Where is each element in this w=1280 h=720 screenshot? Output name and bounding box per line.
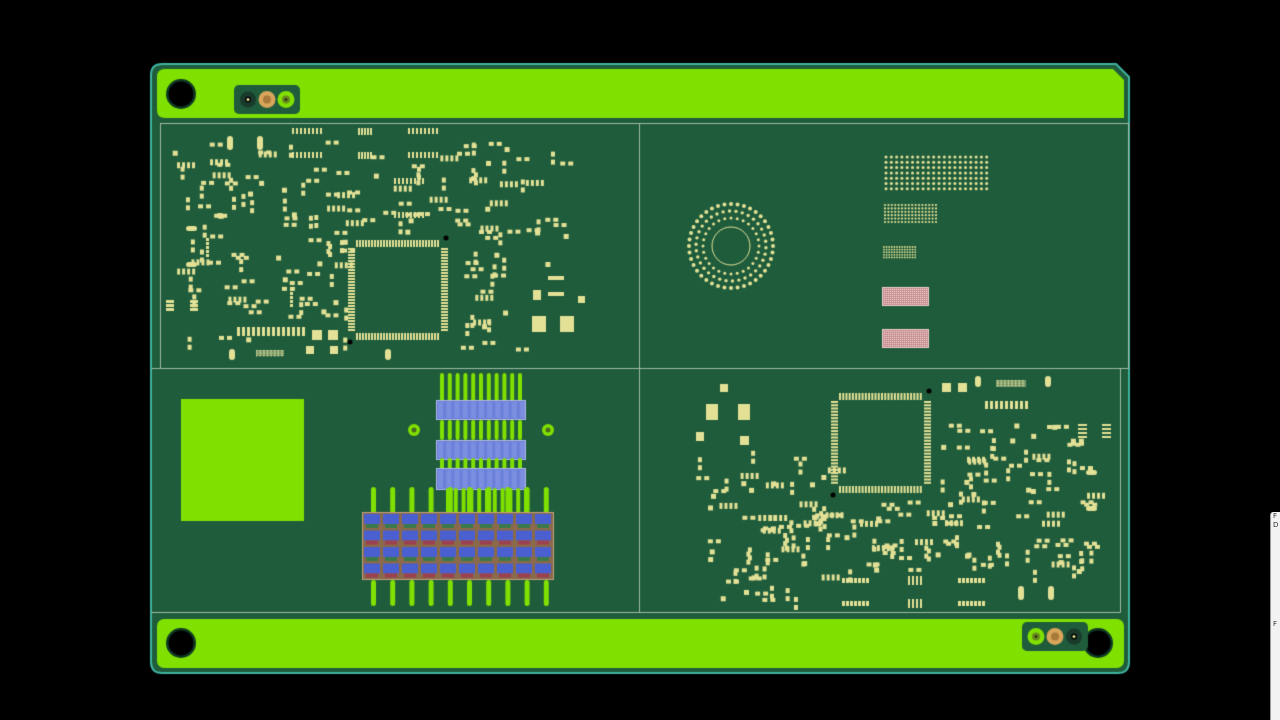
side-panel-label-1: F — [1273, 512, 1278, 520]
side-panel-tab[interactable]: F D F — [1270, 512, 1280, 720]
side-panel-label-2: D — [1273, 521, 1279, 529]
side-panel-label-3: F — [1273, 620, 1278, 628]
